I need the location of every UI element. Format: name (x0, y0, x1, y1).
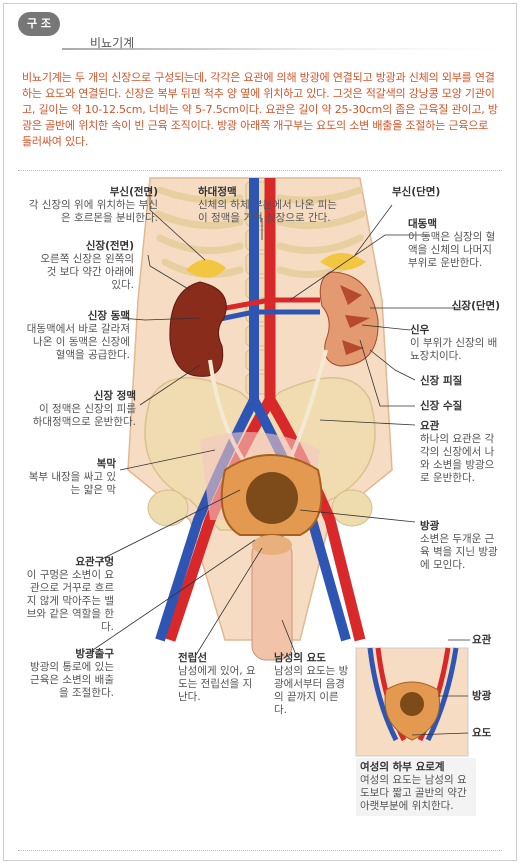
label-renal-artery: 신장 동맥 대동맥에서 바로 갈라져 나온 이 동맥은 신장에 혈액을 공급한다… (22, 310, 130, 362)
label-ureter-orifice: 요관구멍 이 구멍은 소변이 요관으로 거꾸로 흐르지 않게 막아주는 밸브와 … (22, 556, 114, 634)
label-bladder-desc: 소변은 두개운 근육 벽을 지닌 방광에 모인다. (420, 533, 498, 571)
label-renal-pelvis-title: 신우 (410, 324, 430, 336)
inset-vein (367, 647, 459, 742)
inset-caption-desc: 여성의 요도는 남성의 요도보다 짧고 골반의 약간 아랫부분에 위치한다. (360, 774, 467, 812)
label-renal-vein: 신장 정맥 이 정맥은 신장의 피를 하대정맥으로 운반한다. (30, 390, 136, 429)
label-ureter: 요관 하나의 요관은 각각의 신장에서 나와 소변을 방광으로 운반한다. (420, 420, 502, 485)
label-renal-pelvis: 신우 이 부위가 신장의 배뇨장치이다. (410, 324, 500, 363)
label-bladder: 방광 소변은 두개운 근육 벽을 지닌 방광에 모인다. (420, 520, 502, 572)
label-cortex-title: 신장 피질 (420, 375, 463, 387)
label-aorta-title: 대동맥 (408, 218, 437, 230)
label-ureter-orifice-title: 요관구멍 (75, 556, 114, 568)
label-renal-artery-desc: 대동맥에서 바로 갈라져 나온 이 동맥은 신장에 혈액을 공급한다. (26, 323, 130, 361)
label-peritoneum: 복막 복부 내장을 싸고 있는 얇은 막 (24, 458, 116, 497)
inset-caption-title: 여성의 하부 요로계 (360, 761, 445, 773)
label-renal-vein-title: 신장 정맥 (93, 390, 136, 402)
label-ivc: 하대정맥 신체의 하체 부분에서 나온 피는 이 정맥을 거쳐 심장으로 간다. (198, 186, 348, 225)
inset-label-ureter: 요관 (472, 634, 512, 647)
label-bladder-outlet-title: 방광출구 (75, 648, 114, 660)
penis-section (251, 539, 293, 661)
label-ureter-title: 요관 (420, 420, 440, 432)
label-bladder-outlet-desc: 방광의 통로에 있는 근육은 소변의 배출을 조절한다. (30, 661, 114, 699)
label-kidney-section-title: 신장(단면) (451, 300, 500, 312)
label-adrenal-front: 부신(전면) 각 신장의 위에 위치하는 부신은 호르몬을 분비한다. (22, 186, 158, 225)
label-kidney-front-desc: 오른쪽 신장은 왼쪽의 것 보다 약간 아래에 있다. (40, 253, 134, 291)
label-kidney-front-title: 신장(전면) (85, 240, 134, 252)
label-adrenal-front-desc: 각 신장의 위에 위치하는 부신은 호르몬을 분비한다. (28, 199, 158, 224)
kidney-front (169, 281, 227, 377)
section-badge: 구 조 (18, 12, 60, 36)
inset-label-urethra-text: 요도 (472, 727, 492, 739)
label-medulla-title: 신장 수질 (420, 400, 463, 412)
label-medulla: 신장 수질 (420, 400, 500, 413)
label-male-urethra-desc: 남성의 요도는 방광에서부터 음경의 끝까지 이른다. (274, 665, 349, 716)
label-adrenal-section: 부신(단면) (392, 186, 502, 199)
label-prostate: 전립선 남성에게 있어, 요도는 전립선을 지난다. (178, 652, 256, 704)
label-ivc-title: 하대정맥 (198, 186, 237, 198)
inset-label-urethra: 요도 (472, 727, 512, 740)
femur-head-left (147, 489, 189, 527)
label-kidney-section: 신장(단면) (398, 300, 500, 313)
leader-lines (89, 190, 470, 736)
top-divider (18, 170, 502, 171)
femur-head-right (331, 489, 373, 527)
label-ureter-desc: 하나의 요관은 각각의 신장에서 나와 소변을 방광으로 운반한다. (420, 433, 495, 484)
label-prostate-desc: 남성에게 있어, 요도는 전립선을 지난다. (178, 665, 256, 703)
label-ivc-desc: 신체의 하체 부분에서 나온 피는 이 정맥을 거쳐 심장으로 간다. (198, 199, 337, 224)
intro-paragraph: 비뇨기계는 두 개의 신장으로 구성되는데, 각각은 요관에 의해 방광에 연결… (22, 71, 498, 148)
label-peritoneum-title: 복막 (96, 458, 116, 470)
label-bladder-title: 방광 (420, 520, 440, 532)
inset-label-bladder-text: 방광 (472, 690, 492, 702)
inset-label-ureter-text: 요관 (472, 634, 492, 646)
label-aorta: 대동맥 이 동맥은 심장의 혈액을 신체의 나머지 부위로 운반한다. (408, 218, 504, 270)
female-inset-caption: 여성의 하부 요로계 여성의 요도는 남성의 요도보다 짧고 골반의 약간 아랫… (356, 758, 476, 816)
kidney-medulla-pyramids (340, 285, 370, 355)
label-cortex: 신장 피질 (420, 375, 500, 388)
label-aorta-desc: 이 동맥은 심장의 혈액을 신체의 나머지 부위로 운반한다. (408, 231, 496, 269)
label-prostate-title: 전립선 (178, 652, 207, 664)
label-adrenal-front-title: 부신(전면) (109, 186, 158, 198)
label-renal-artery-title: 신장 동맥 (87, 310, 130, 322)
label-male-urethra-title: 남성의 요도 (274, 652, 326, 664)
prostate-gland (252, 535, 292, 555)
label-peritoneum-desc: 복부 내장을 싸고 있는 얇은 막 (28, 471, 116, 496)
title-divider (62, 48, 502, 50)
inset-bladder-interior (400, 692, 424, 716)
bottom-divider (18, 850, 502, 851)
inset-label-bladder: 방광 (472, 690, 512, 703)
label-renal-vein-desc: 이 정맥은 신장의 피를 하대정맥으로 운반한다. (32, 403, 136, 428)
bladder-interior (246, 472, 298, 524)
adrenal-section (320, 253, 366, 270)
label-ureter-orifice-desc: 이 구멍은 소변이 요관으로 거꾸로 흐르지 않게 막아주는 밸브와 같은 역할… (26, 569, 114, 633)
label-renal-pelvis-desc: 이 부위가 신장의 배뇨장치이다. (410, 337, 498, 362)
label-male-urethra: 남성의 요도 남성의 요도는 방광에서부터 음경의 끝까지 이른다. (274, 652, 350, 717)
page-title: 비뇨기계 (90, 36, 135, 50)
label-adrenal-section-title: 부신(단면) (392, 186, 441, 198)
label-kidney-front: 신장(전면) 오른쪽 신장은 왼쪽의 것 보다 약간 아래에 있다. (34, 240, 134, 292)
label-bladder-outlet: 방광출구 방광의 통로에 있는 근육은 소변의 배출을 조절한다. (22, 648, 114, 700)
adrenal-front (186, 259, 226, 278)
